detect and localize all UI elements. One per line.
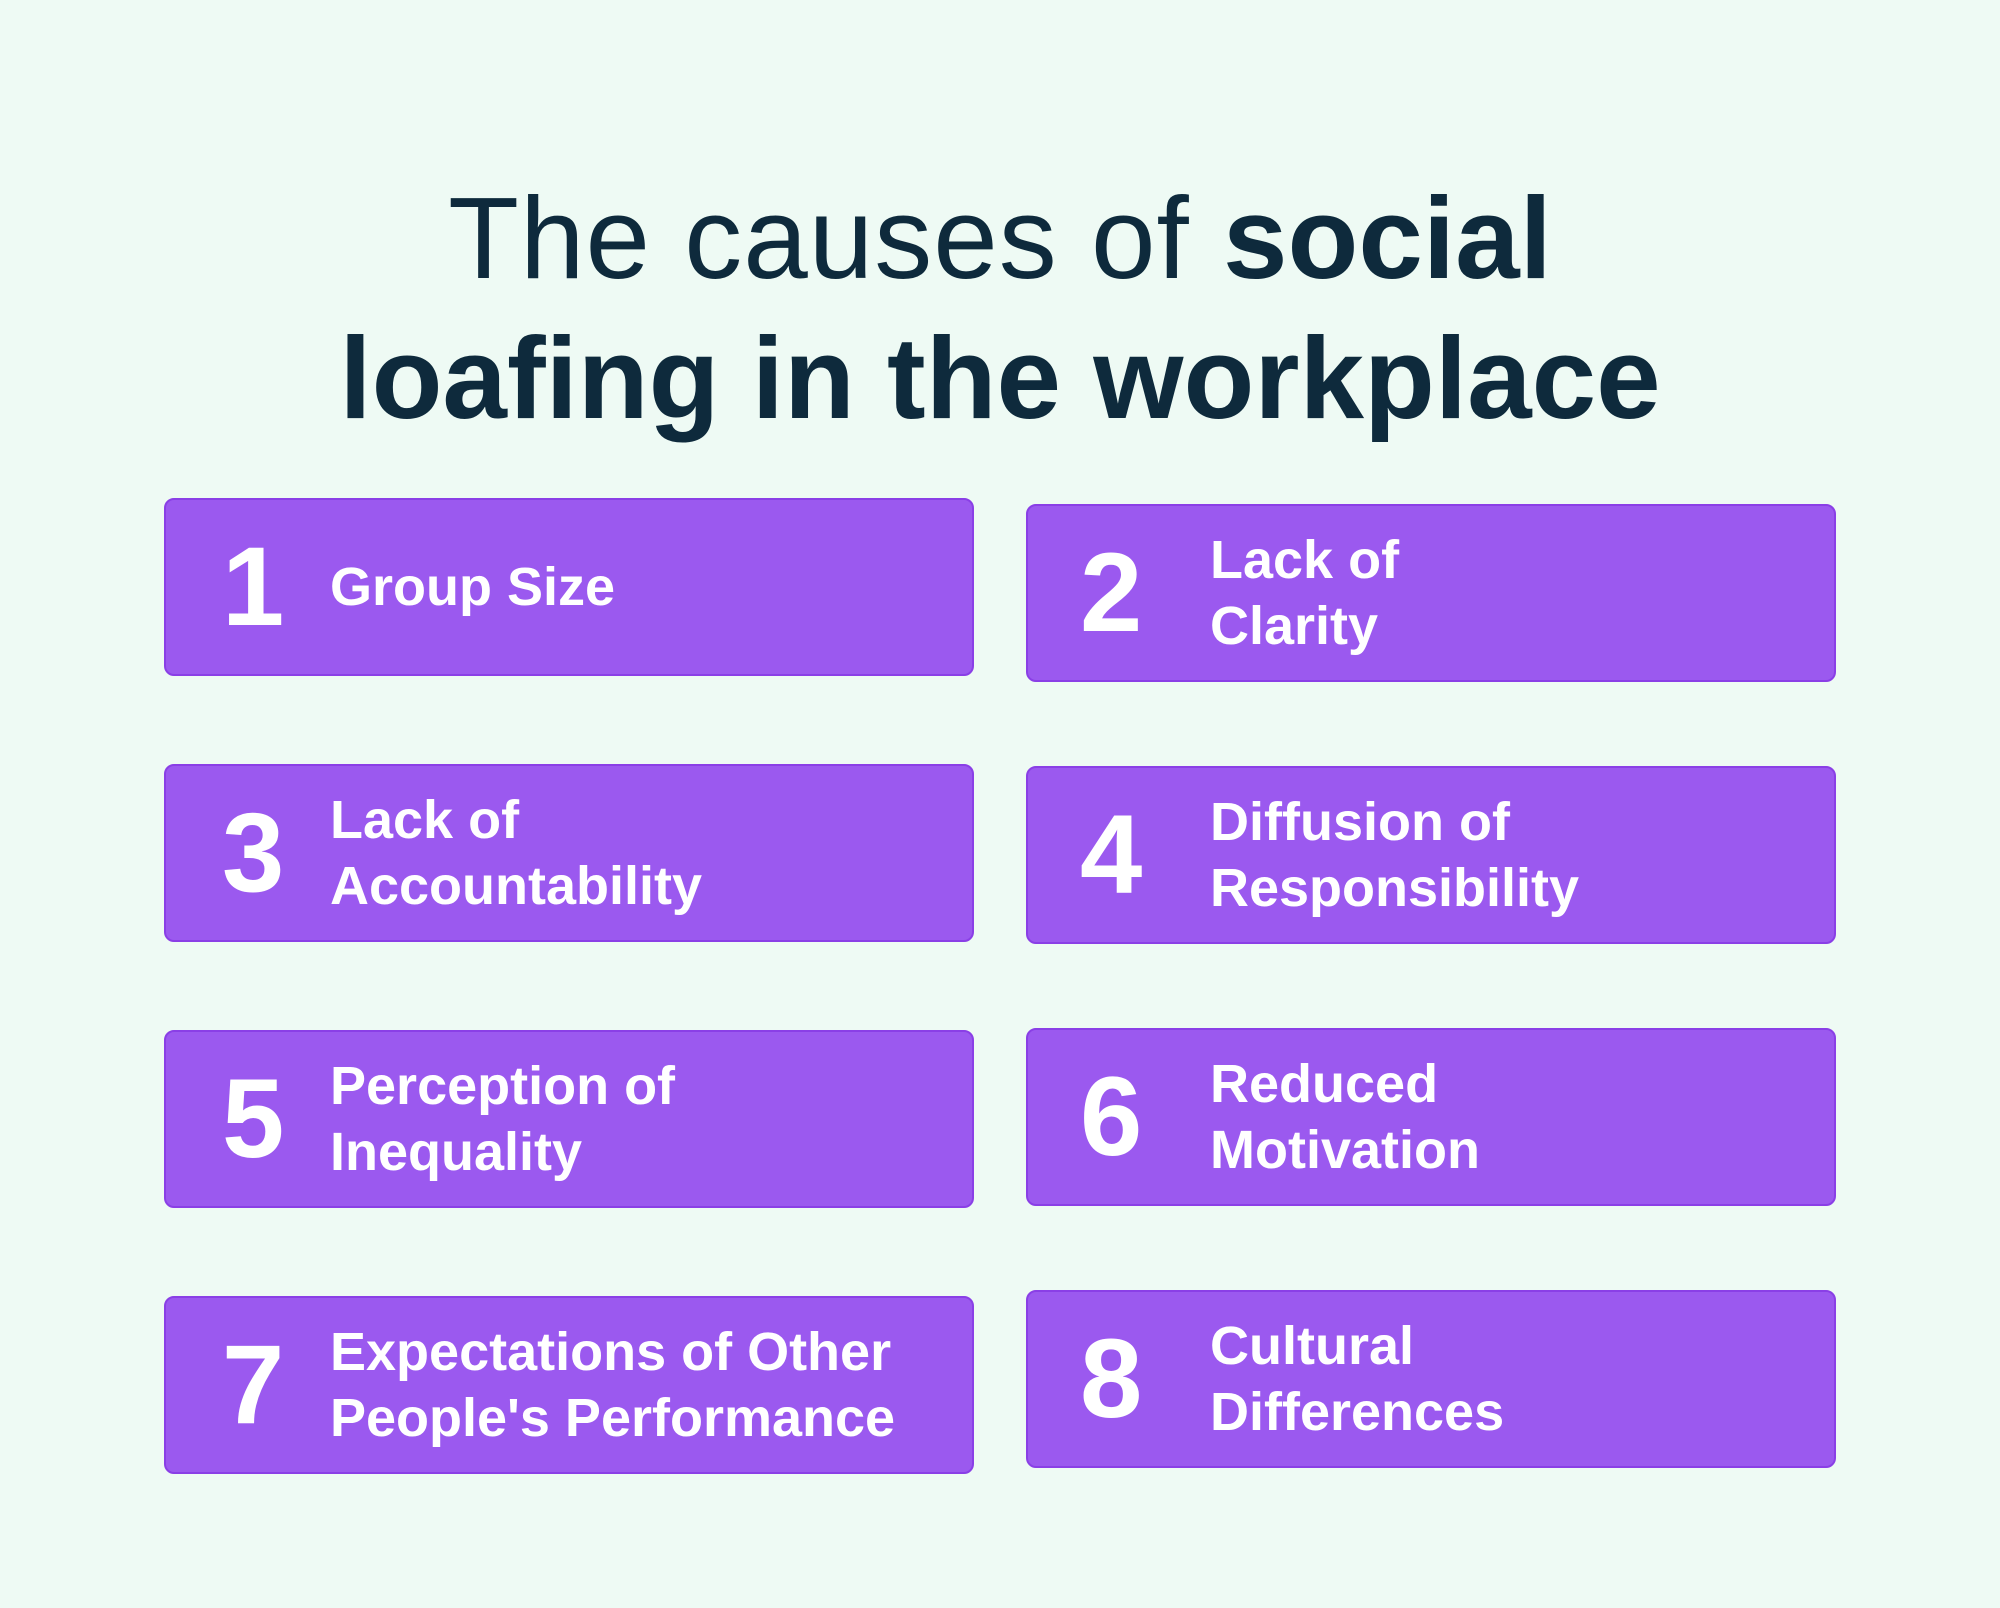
cause-label-line2: Responsibility (1210, 858, 1580, 918)
cause-number: 5 (222, 1056, 285, 1181)
cause-card-2: 2 Lack of Clarity (1026, 504, 1836, 682)
title-bold-part: social (1223, 173, 1552, 303)
cause-number: 6 (1080, 1054, 1143, 1179)
cause-label-line2: Differences (1210, 1382, 1505, 1442)
cause-label: Lack of Accountability (330, 787, 942, 919)
title-light-part: The causes of (448, 173, 1223, 303)
cause-card-8: 8 Cultural Differences (1026, 1290, 1836, 1468)
cause-label-line1: Lack of (1210, 530, 1400, 590)
cause-label: Perception of Inequality (330, 1053, 942, 1185)
title-bold-line2: loafing in the workplace (339, 313, 1661, 443)
cause-number: 7 (222, 1322, 285, 1447)
cause-label: Cultural Differences (1210, 1313, 1804, 1445)
cause-card-5: 5 Perception of Inequality (164, 1030, 974, 1208)
cause-label-line2: Inequality (330, 1122, 583, 1182)
cause-label-line2: Clarity (1210, 596, 1379, 656)
cause-card-1: 1 Group Size (164, 498, 974, 676)
cause-card-7: 7 Expectations of Other People's Perform… (164, 1296, 974, 1474)
cause-card-3: 3 Lack of Accountability (164, 764, 974, 942)
cause-number: 8 (1080, 1316, 1143, 1441)
page-title: The causes of social loafing in the work… (0, 168, 2000, 448)
cause-number: 3 (222, 790, 285, 915)
cause-label: Group Size (330, 554, 942, 620)
cause-number: 4 (1080, 792, 1143, 917)
cause-label-line2: Accountability (330, 856, 703, 916)
cause-label: Expectations of Other People's Performan… (330, 1319, 942, 1451)
cause-label-line1: Expectations of Other (330, 1322, 892, 1382)
cause-label-line1: Cultural (1210, 1316, 1415, 1376)
cause-number: 1 (222, 524, 285, 649)
cause-label: Diffusion of Responsibility (1210, 789, 1804, 921)
cause-label-line1: Group Size (330, 557, 616, 617)
cause-label-line1: Diffusion of (1210, 792, 1510, 852)
cause-card-4: 4 Diffusion of Responsibility (1026, 766, 1836, 944)
cause-label-line1: Lack of (330, 790, 520, 850)
cause-label-line1: Reduced (1210, 1054, 1439, 1114)
cause-label-line1: Perception of (330, 1056, 676, 1116)
cause-label: Reduced Motivation (1210, 1051, 1804, 1183)
cause-label: Lack of Clarity (1210, 527, 1804, 659)
cause-number: 2 (1080, 530, 1143, 655)
cause-label-line2: People's Performance (330, 1388, 896, 1448)
cause-card-6: 6 Reduced Motivation (1026, 1028, 1836, 1206)
cause-label-line2: Motivation (1210, 1120, 1480, 1180)
